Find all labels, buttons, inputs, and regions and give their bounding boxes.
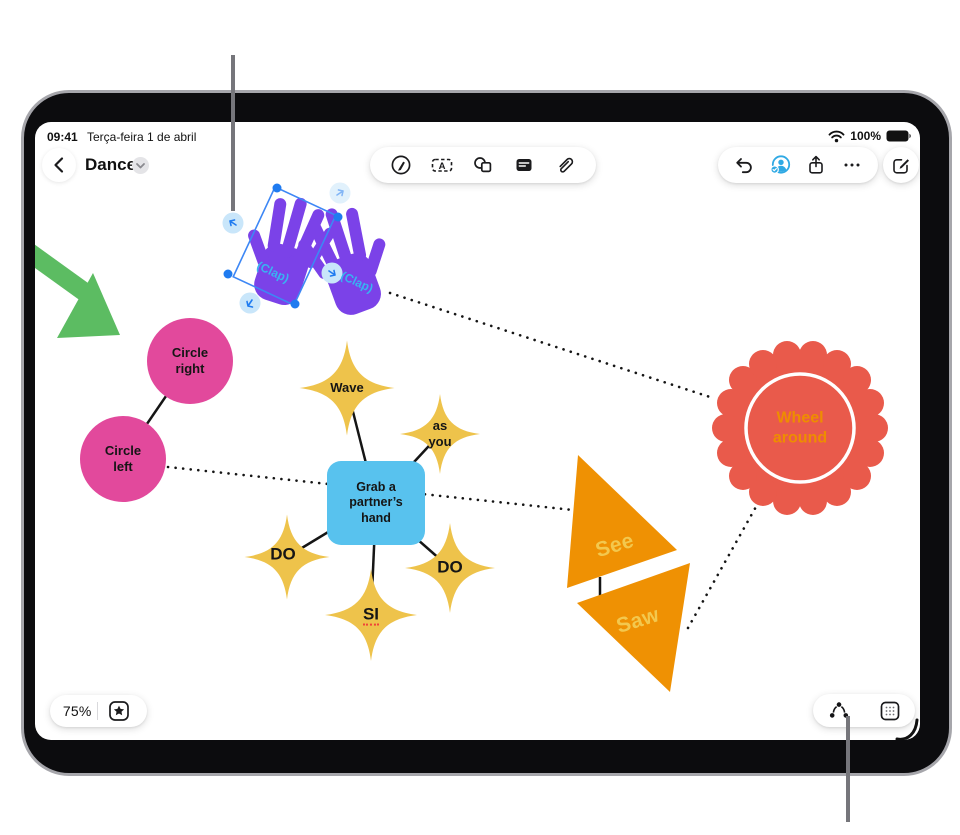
freeform-canvas-screen: (Clap) (Clap) Circle right Circle left W…: [35, 122, 920, 740]
share-icon: [809, 155, 823, 174]
share-button[interactable]: [801, 150, 831, 180]
triangle-saw-shape[interactable]: [577, 563, 690, 692]
wheel-around-shape[interactable]: [712, 341, 888, 515]
wifi-icon: [828, 130, 845, 142]
status-right-cluster: 100%: [828, 129, 912, 143]
back-chevron-icon: [54, 157, 64, 173]
green-arrow-shape[interactable]: [35, 234, 120, 338]
do-right-label: DO: [437, 557, 463, 577]
grid-button[interactable]: [875, 696, 905, 726]
more-button[interactable]: [837, 150, 867, 180]
dotted-line-circle-see: [166, 465, 575, 512]
si-label: SI: [362, 604, 380, 626]
favorites-button[interactable]: [104, 696, 134, 726]
battery-percent: 100%: [850, 129, 881, 143]
triangle-see-shape[interactable]: [567, 455, 677, 588]
status-time: 09:41: [47, 130, 78, 144]
attachment-button[interactable]: [550, 150, 580, 180]
circle-left-label: Circle left: [104, 443, 142, 474]
text-box-button[interactable]: A: [427, 150, 457, 180]
selection-corner-handles[interactable]: [223, 183, 343, 309]
chevron-down-icon: [136, 162, 145, 168]
new-board-button[interactable]: [883, 147, 919, 183]
more-icon: [844, 163, 860, 167]
grab-hand-rect-shape[interactable]: [327, 461, 425, 545]
actions-toolbar: [718, 147, 878, 183]
selection-resize-handles[interactable]: [222, 182, 351, 314]
grid-icon: [880, 701, 899, 720]
grab-hand-label: Grab a partner’s hand: [349, 480, 403, 525]
back-button[interactable]: [42, 148, 76, 182]
dotted-line-saw-wheel: [686, 503, 759, 630]
collaborate-button[interactable]: [765, 150, 795, 180]
board-title[interactable]: Dance: [85, 155, 137, 174]
note-icon: [516, 159, 532, 171]
undo-icon: [736, 158, 752, 174]
circle-right-label: Circle right: [171, 345, 209, 376]
favorites-star-icon: [109, 701, 129, 721]
freeform-board[interactable]: [35, 122, 920, 740]
callout-line-connector: [846, 716, 850, 822]
pill-divider: [97, 702, 99, 720]
zoom-favorites-pill: 75%: [50, 695, 147, 727]
note-button[interactable]: [509, 150, 539, 180]
wave-label: Wave: [330, 380, 364, 396]
undo-button[interactable]: [729, 150, 759, 180]
title-menu-button[interactable]: [132, 157, 149, 174]
connector-icon: [829, 701, 848, 718]
draw-button[interactable]: [386, 150, 416, 180]
wheel-inner-ring: [744, 372, 856, 484]
selection-box[interactable]: [222, 182, 351, 314]
connector-button[interactable]: [824, 696, 854, 726]
battery-icon: [886, 130, 911, 142]
view-options-pill: [813, 694, 915, 727]
svg-text:A: A: [438, 161, 445, 172]
compose-icon: [893, 159, 909, 174]
do-left-label: DO: [270, 544, 296, 564]
dotted-line-hands-wheel: [388, 291, 715, 400]
status-date: Terça-feira 1 de abril: [87, 130, 197, 144]
callout-line-selection: [231, 55, 235, 211]
circle-left-shape[interactable]: [80, 416, 166, 502]
attachment-icon: [559, 157, 574, 173]
text-box-icon: A: [431, 158, 453, 172]
corner-curl-mark: [895, 718, 919, 740]
draw-icon: [391, 155, 411, 175]
shapes-button[interactable]: [468, 150, 498, 180]
zoom-level[interactable]: 75%: [62, 703, 92, 719]
insert-toolbar: A: [370, 147, 596, 183]
shapes-icon: [474, 157, 492, 173]
wheel-around-label: Wheel around: [772, 409, 828, 446]
dotted-connectors: [166, 291, 759, 630]
collaborate-icon: [769, 155, 790, 174]
circle-right-shape[interactable]: [147, 318, 233, 404]
as-you-label: as you: [428, 418, 452, 449]
